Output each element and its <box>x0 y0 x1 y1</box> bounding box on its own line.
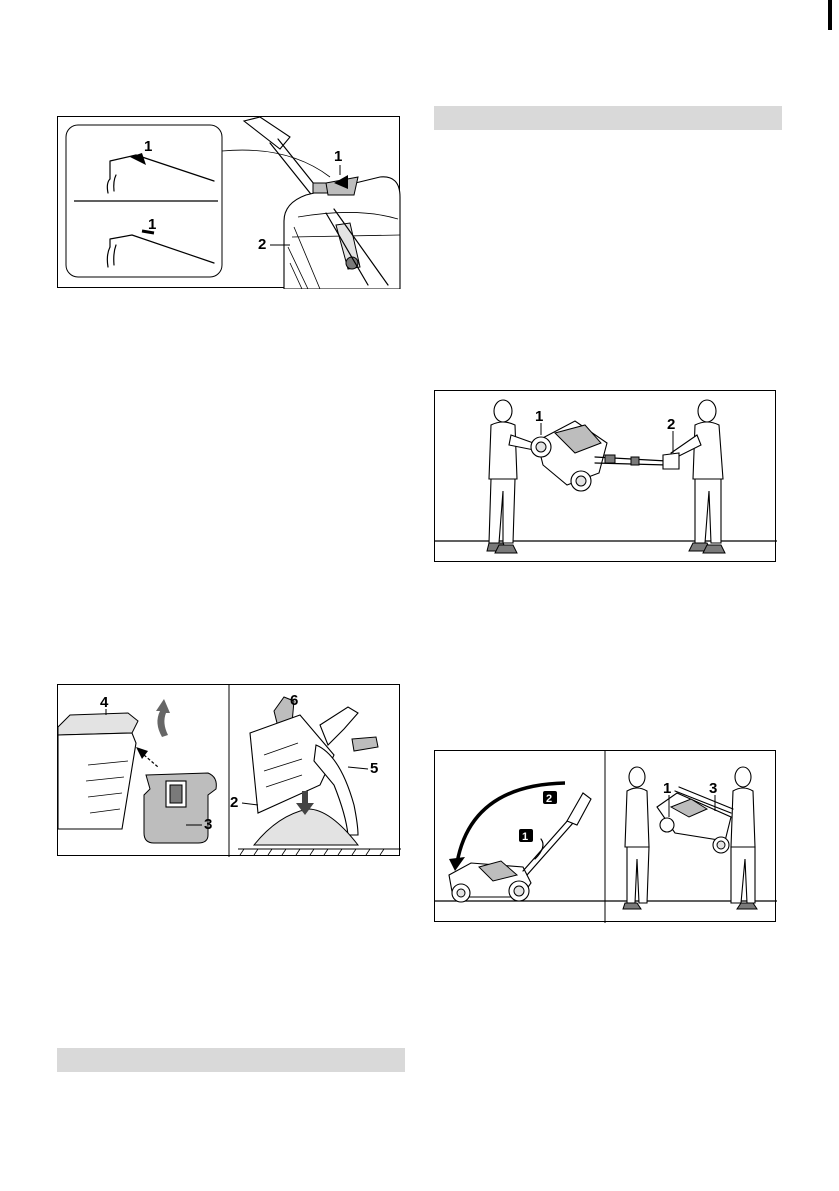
person-right <box>671 400 725 553</box>
page-edge-marker <box>828 0 832 30</box>
step-badge-1: 1 <box>522 831 528 843</box>
callout-1-main: 1 <box>334 148 342 165</box>
section-bar-left-bottom <box>57 1048 405 1072</box>
callout-2: 2 <box>230 794 238 811</box>
mower-carried <box>531 421 679 491</box>
callout-1-inset-top: 1 <box>144 138 152 155</box>
callout-1-inset-bottom: 1 <box>148 216 156 233</box>
callout-2-main: 2 <box>258 236 266 253</box>
figure-empty-grass-box: 4 3 6 5 2 <box>57 684 400 856</box>
step-badge-2: 2 <box>546 793 552 805</box>
panel-carry-folded <box>623 767 757 909</box>
person-left <box>487 400 539 553</box>
callout-3: 3 <box>204 816 212 833</box>
section-bar-right-top <box>434 106 782 130</box>
figure-carry-mower: 1 2 <box>434 390 776 562</box>
callout-2: 2 <box>667 416 675 433</box>
callout-6: 6 <box>290 692 298 709</box>
callout-4: 4 <box>100 694 109 711</box>
callout-5: 5 <box>370 760 378 777</box>
panel-fold-arc: 1 2 <box>449 783 591 902</box>
callout-3: 3 <box>709 780 717 797</box>
callout-1: 1 <box>663 780 671 797</box>
panel-latch-detail <box>58 699 216 843</box>
figure-handle-lever: 1 1 1 2 <box>57 116 400 288</box>
callout-1: 1 <box>535 408 543 425</box>
figure-fold-handle: 1 2 1 3 <box>434 750 776 922</box>
